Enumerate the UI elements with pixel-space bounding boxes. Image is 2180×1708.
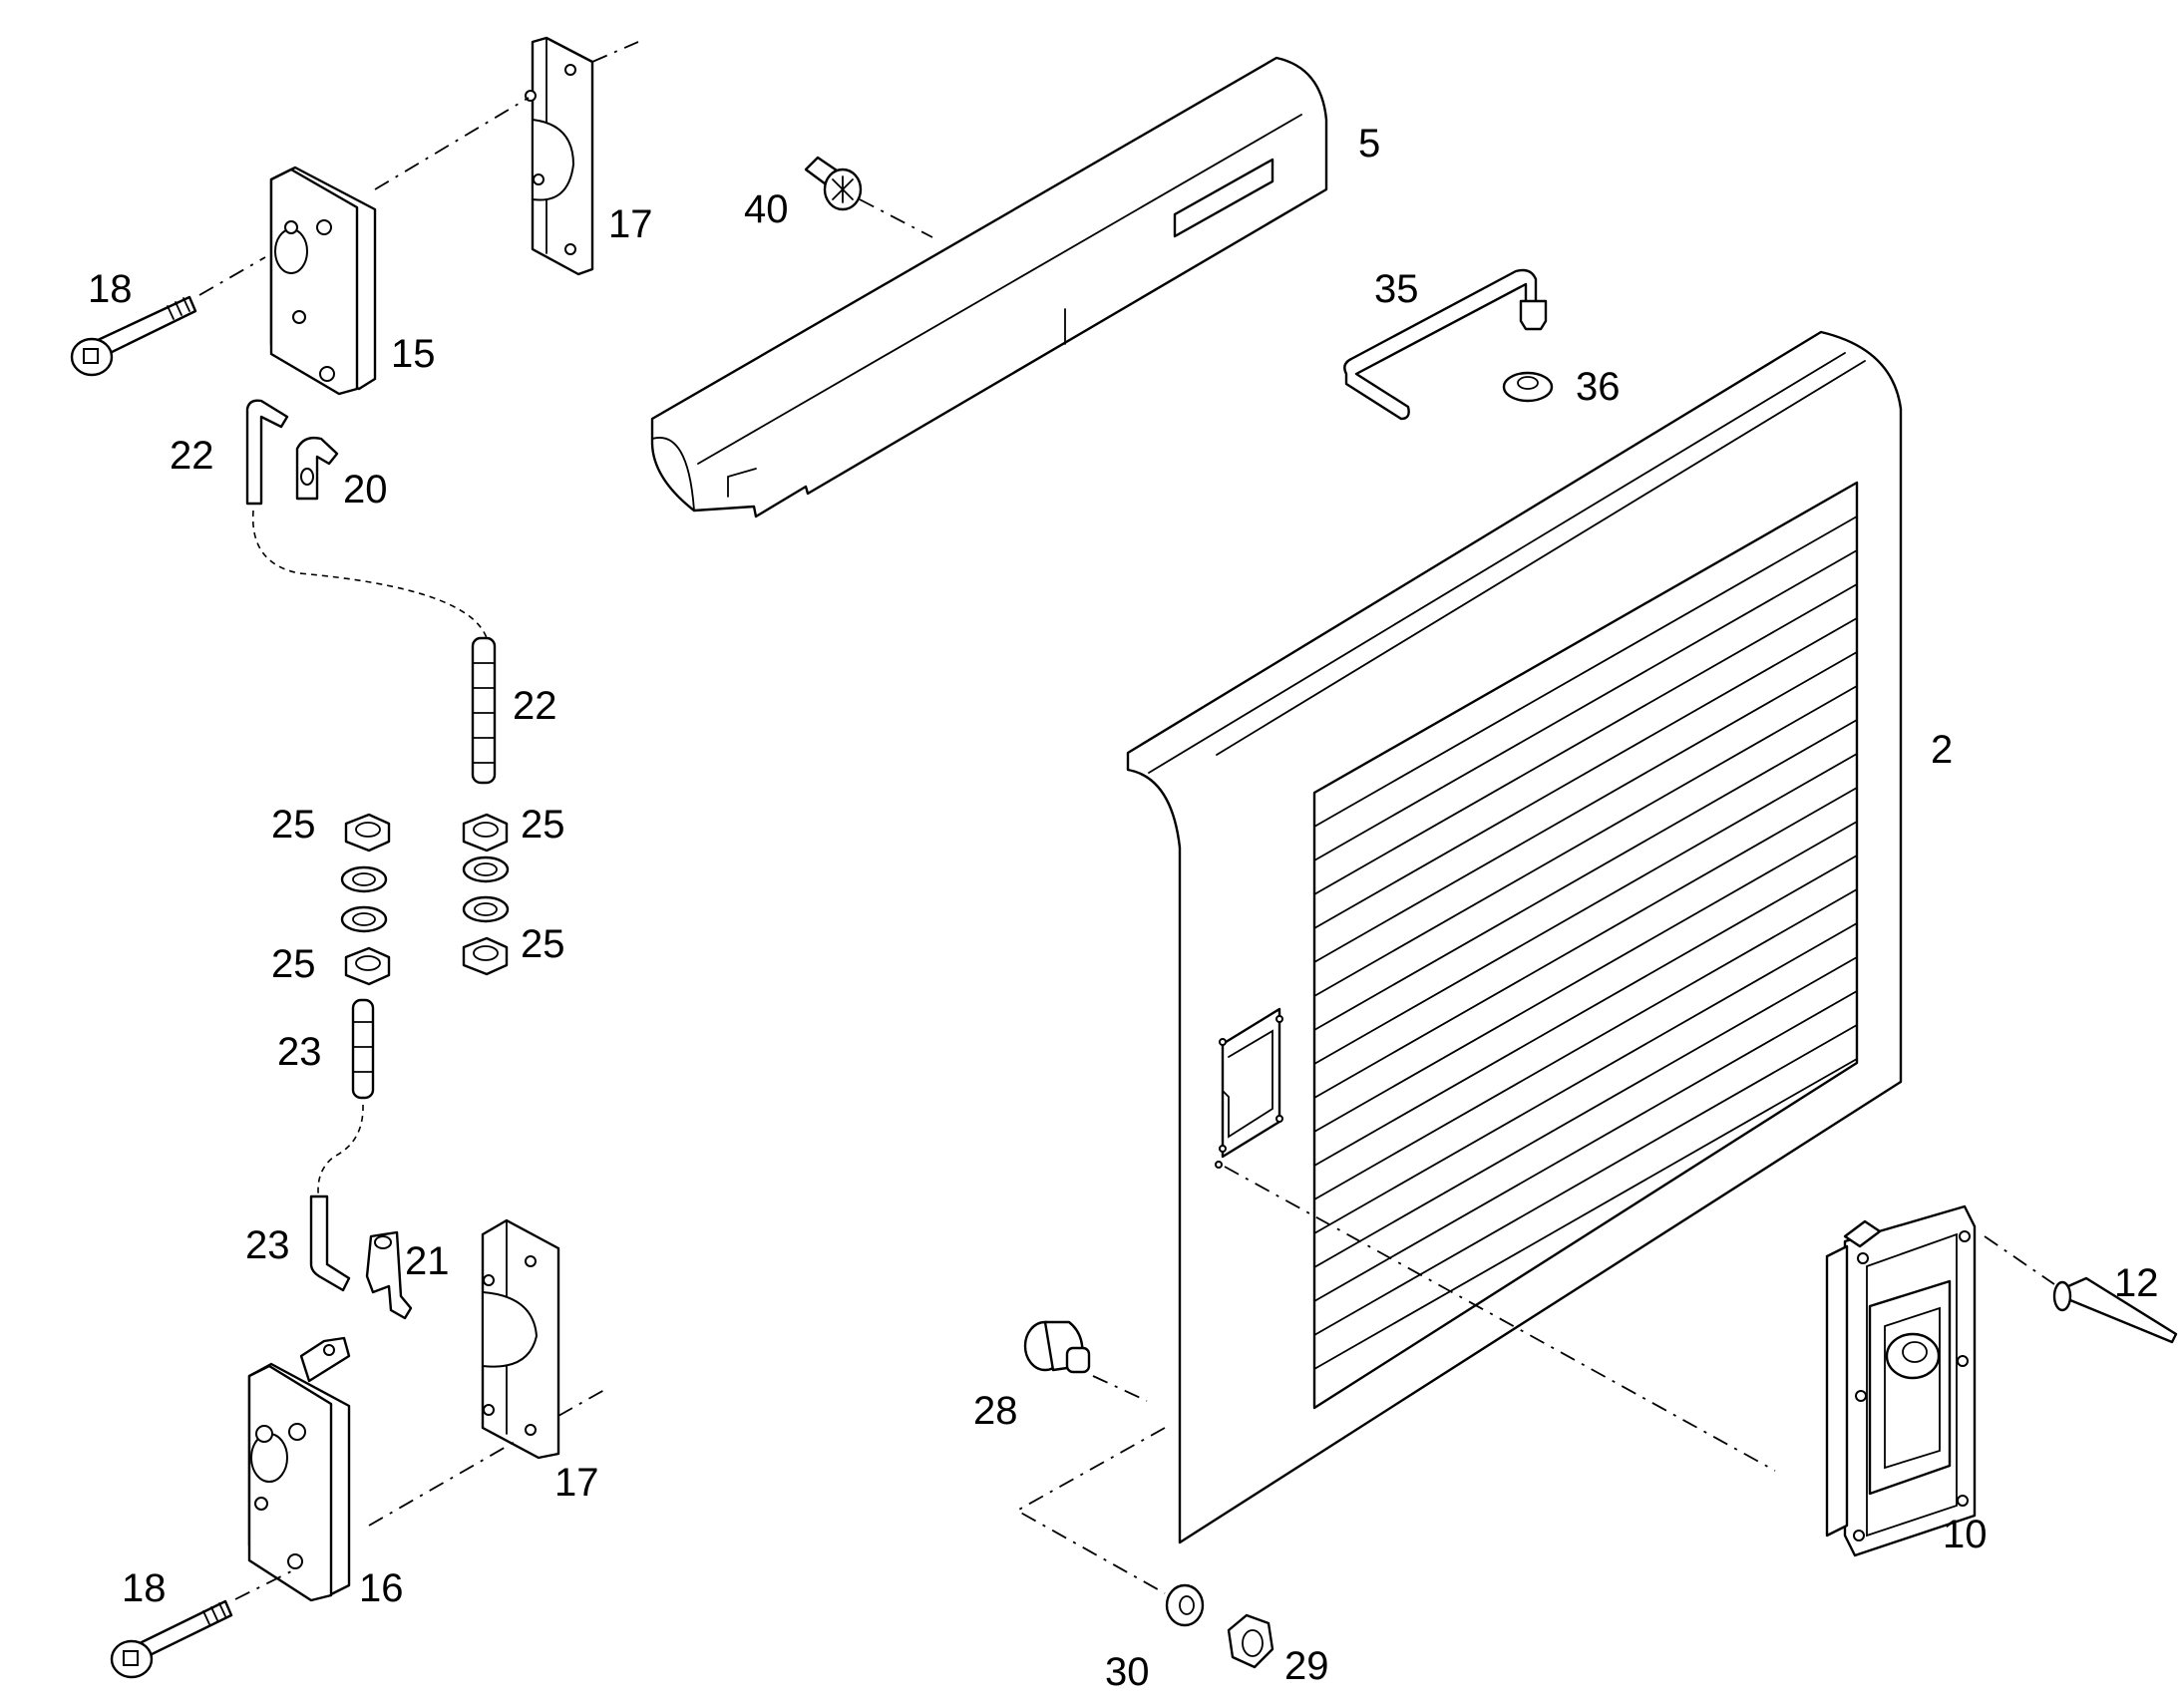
bent-rod-part-35 [1343,268,1548,421]
callout-17-top: 17 [608,202,653,246]
callout-36: 36 [1576,365,1621,409]
hinge-plate-part-17-bottom [481,1218,560,1460]
callout-29: 29 [1284,1644,1329,1688]
rivet-part-12 [2052,1276,2178,1344]
knob-part-28 [1023,1320,1091,1374]
callout-labels: 5 17 40 18 15 35 36 22 20 22 2 25 25 25 … [88,122,2159,1694]
callout-22-rod: 22 [513,684,557,728]
clip-part-20 [295,436,339,501]
callout-23-rod: 23 [277,1030,322,1074]
nut-washer-stack-right [462,813,510,976]
callout-10: 10 [1943,1513,1988,1556]
callout-18-bottom: 18 [122,1566,167,1610]
hinge-block-part-15 [269,166,377,396]
plastic-rivet-part-40 [804,156,863,211]
nut-part-29 [1227,1613,1274,1669]
callout-30: 30 [1105,1650,1150,1694]
callout-17-bottom: 17 [554,1461,599,1505]
callout-40: 40 [744,187,789,231]
callout-23-l-rod: 23 [245,1223,290,1267]
callout-2: 2 [1931,728,1953,772]
top-rail-part-5 [650,56,1328,518]
nut-washer-stack-left [340,813,391,986]
l-rod-part-22-top [245,399,289,506]
louver-slats [1313,515,1858,1370]
bolt-part-18-bottom [110,1599,233,1679]
callout-16: 16 [359,1566,404,1610]
callout-5: 5 [1358,122,1380,166]
hinge-plate-part-17-top [525,36,594,276]
callout-25-bottom-left: 25 [271,942,316,986]
callout-28: 28 [973,1389,1018,1433]
serrated-nut-part-36 [1502,371,1554,403]
door-panel-part-2 [1126,330,1903,1544]
callout-22-top: 22 [170,434,214,478]
callout-12: 12 [2114,1261,2159,1305]
washer-part-30 [1165,1583,1205,1627]
callout-20: 20 [343,468,388,512]
bolt-part-18-top [70,295,197,377]
clip-part-21 [365,1230,413,1320]
callout-25-top-right: 25 [521,803,565,847]
l-rod-part-23-bottom [309,1195,351,1292]
callout-18-top: 18 [88,267,133,311]
callout-21: 21 [405,1239,450,1283]
callout-25-top-left: 25 [271,803,316,847]
callout-15: 15 [391,332,436,376]
latch-assembly-part-10 [1825,1204,1977,1557]
callout-25-bottom-right: 25 [521,922,565,966]
callout-35: 35 [1374,267,1419,311]
threaded-rod-part-22 [471,636,497,785]
threaded-rod-part-23 [351,998,375,1100]
hinge-block-part-16 [247,1336,351,1602]
